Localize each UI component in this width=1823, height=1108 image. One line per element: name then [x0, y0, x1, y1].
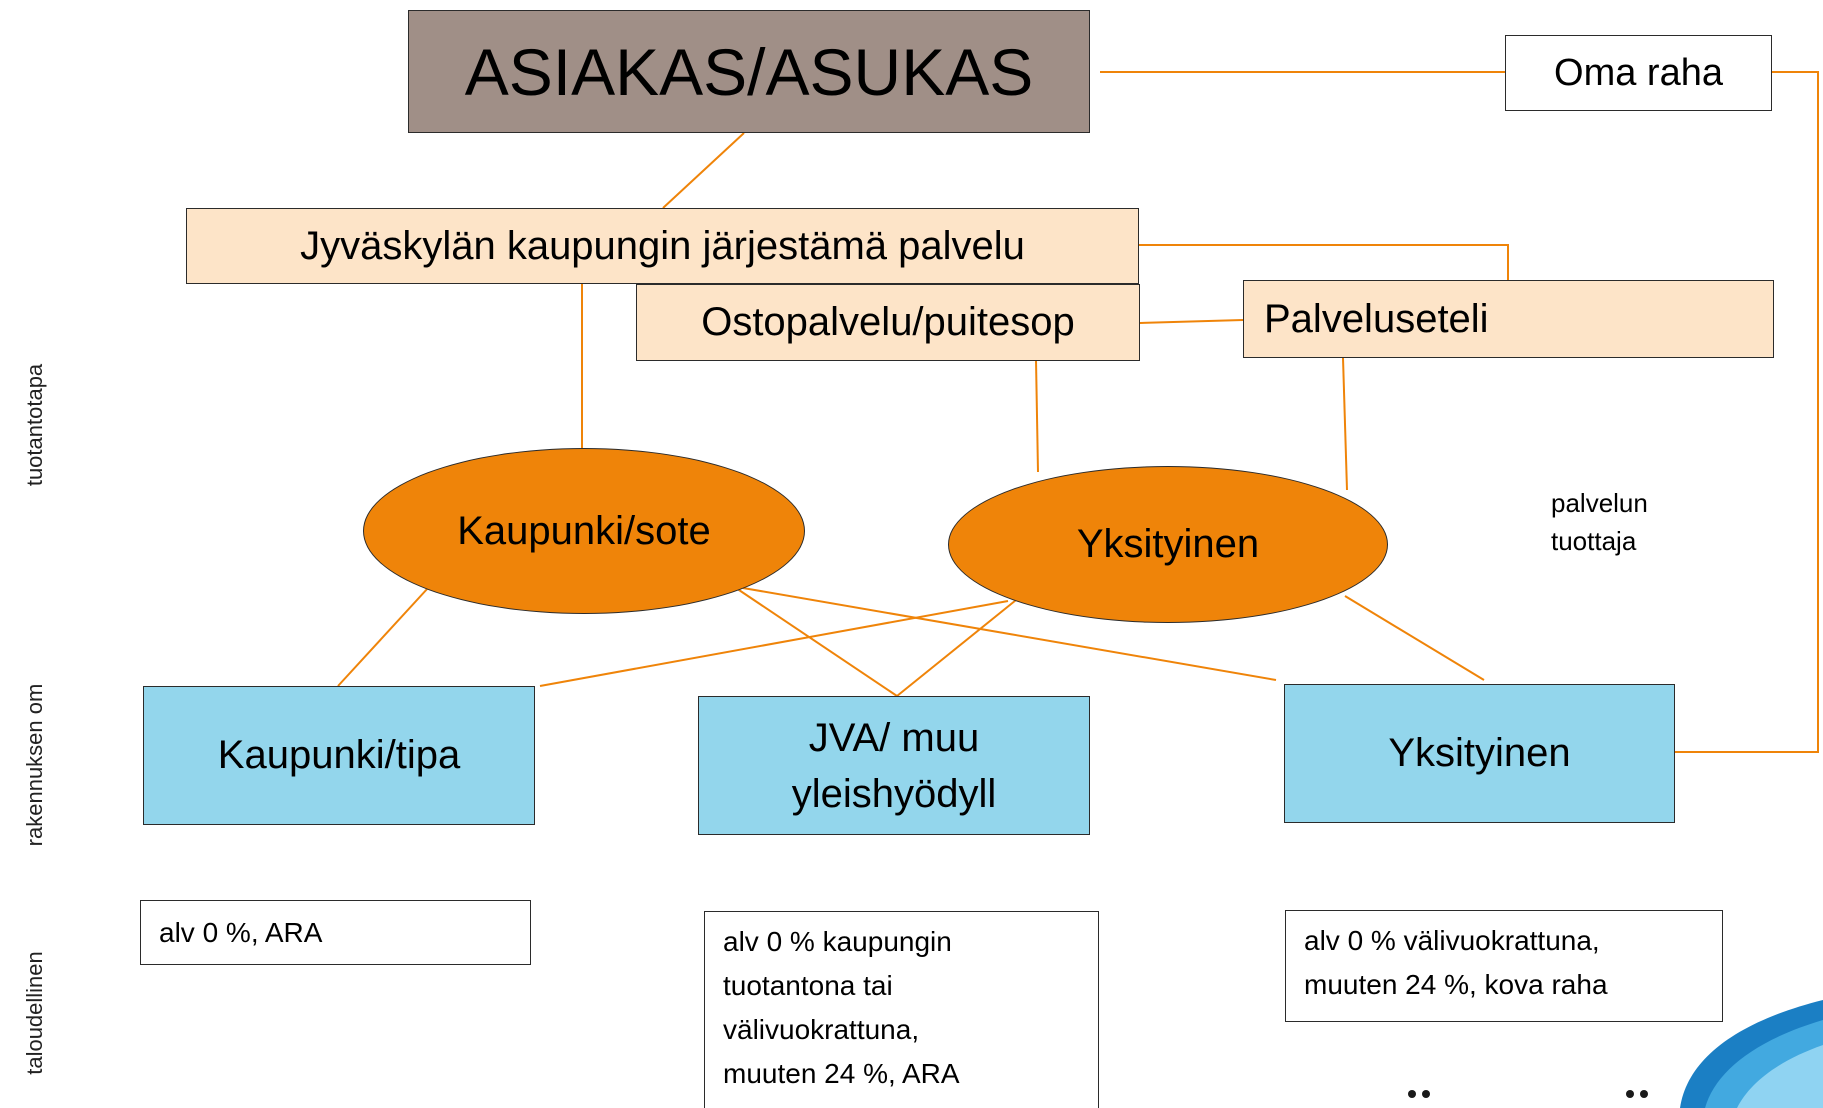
city-logo-icon: [1408, 1000, 1823, 1108]
service-voucher-box: Palveluseteli: [1243, 280, 1774, 358]
connector-voucher-private-producer: [1342, 357, 1348, 491]
logo-dot: [1408, 1090, 1416, 1098]
logo-dot: [1626, 1090, 1634, 1098]
private-producer-label: Yksityinen: [1076, 522, 1260, 566]
city-producer-label: Kaupunki/sote: [457, 508, 711, 553]
purchase-service-label: Ostopalvelu/puitesop: [701, 300, 1075, 344]
customer-box: ASIAKAS/ASUKAS: [408, 10, 1090, 133]
connector-purchase-private-producer: [1035, 359, 1039, 473]
customer-label: ASIAKAS/ASUKAS: [464, 34, 1034, 109]
nonprofit-vat-line: tuotantona tai: [723, 970, 893, 1001]
connector-own-money-private-owner: [1675, 71, 1819, 753]
nonprofit-owner-line2: yleishyödyll: [791, 771, 997, 816]
nonprofit-vat-line: muuten 24 %, ARA: [723, 1058, 960, 1089]
connector-purchase-voucher: [1139, 319, 1244, 324]
connector-cityprod-privateowner: [742, 587, 1277, 681]
private-owner-box: Yksityinen: [1284, 684, 1675, 823]
nonprofit-owner-box: JVA/ muu yleishyödyll: [698, 696, 1090, 835]
connector-customer-city-service: [662, 132, 745, 209]
private-owner-label: Yksityinen: [1388, 731, 1571, 775]
connector-privateprod-privateowner: [1344, 595, 1485, 681]
nonprofit-owner-line1: JVA/ muu: [808, 715, 980, 760]
purchase-service-box: Ostopalvelu/puitesop: [636, 284, 1140, 361]
side-label-economic: taloudellinen: [22, 951, 47, 1075]
private-vat-line: muuten 24 %, kova raha: [1304, 969, 1608, 1000]
connector-city-service-voucher: [1138, 244, 1509, 280]
nonprofit-vat-box: alv 0 % kaupungin tuotantona tai välivuo…: [704, 911, 1099, 1108]
side-label-production: tuotantotapa: [22, 363, 47, 487]
producer-note-line2: tuottaja: [1551, 526, 1637, 556]
logo-dot: [1640, 1090, 1648, 1098]
own-money-box: Oma raha: [1505, 35, 1772, 111]
own-money-label: Oma raha: [1554, 51, 1723, 94]
producer-note-line1: palvelun: [1551, 488, 1648, 518]
private-vat-box: alv 0 % välivuokrattuna, muuten 24 %, ko…: [1285, 910, 1723, 1022]
city-vat-box: alv 0 %, ARA: [140, 900, 531, 965]
connector-cityprod-nonprofit: [735, 587, 898, 697]
nonprofit-vat-line: alv 0 % kaupungin: [723, 926, 952, 957]
connector-privateprod-cityowner: [539, 600, 1009, 687]
city-owner-label: Kaupunki/tipa: [217, 733, 461, 777]
connector-privateprod-nonprofit: [896, 595, 1022, 697]
private-producer-ellipse: Yksityinen: [948, 466, 1388, 623]
nonprofit-vat-line: välivuokrattuna,: [723, 1014, 920, 1045]
private-vat-line: alv 0 % välivuokrattuna,: [1304, 925, 1600, 956]
city-service-label: Jyväskylän kaupungin järjestämä palvelu: [300, 223, 1025, 268]
city-service-box: Jyväskylän kaupungin järjestämä palvelu: [186, 208, 1139, 284]
service-voucher-label: Palveluseteli: [1264, 296, 1489, 341]
logo-pale-shape: [1737, 1045, 1823, 1108]
city-vat-text: alv 0 %, ARA: [159, 916, 323, 948]
logo-dot: [1422, 1090, 1430, 1098]
city-producer-ellipse: Kaupunki/sote: [363, 448, 805, 614]
producer-note: palvelun tuottaja: [1551, 484, 1648, 560]
side-label-building: rakennuksen om: [22, 683, 47, 847]
city-owner-box: Kaupunki/tipa: [143, 686, 535, 825]
connector-cityprod-cityowner: [337, 587, 429, 687]
